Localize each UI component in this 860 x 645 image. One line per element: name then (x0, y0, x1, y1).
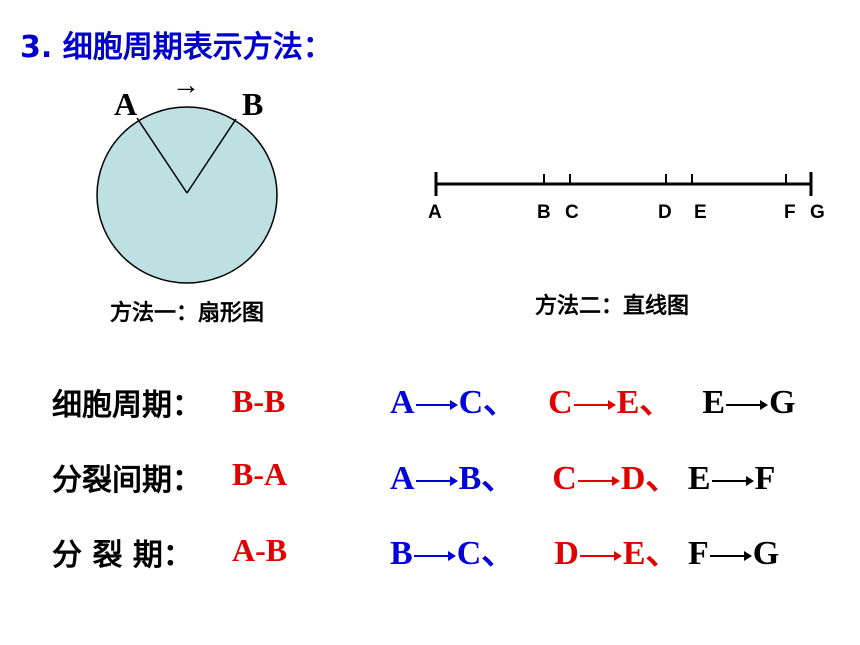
tick-label-f: F (784, 202, 796, 223)
line-caption: 方法二：直线图 (535, 294, 690, 319)
arrow-right-icon (711, 476, 754, 487)
seq-to: D (620, 460, 646, 497)
seq-sep: 、 (481, 460, 516, 497)
seq-to: F (754, 460, 776, 497)
seq-sep: 、 (481, 535, 516, 572)
fan-radius-b (186, 118, 237, 194)
seq-to: C (456, 535, 482, 572)
arrow-right-icon (726, 400, 769, 411)
row-label-cell-cycle: 细胞周期： (52, 388, 202, 423)
arrow-right-icon (415, 400, 458, 411)
row-label-mitosis: 分 裂 期： (52, 538, 193, 573)
tick-label-a: A (428, 202, 442, 223)
seq-sep: 、 (483, 384, 518, 421)
seq-from: C (552, 460, 577, 497)
fan-label-a: A (114, 86, 138, 122)
fan-arrow-icon: → (172, 70, 200, 101)
arrow-right-icon (415, 476, 458, 487)
line-diagram (434, 172, 813, 196)
seq-sep: 、 (645, 535, 680, 572)
tick-label-b: B (537, 202, 551, 223)
fan-caption: 方法一：扇形图 (110, 301, 265, 326)
row-label-interphase: 分裂间期： (52, 463, 202, 498)
seq-to: E (616, 384, 640, 421)
seq-to: B (458, 460, 482, 497)
seq-from: A (390, 384, 415, 421)
fan-diagram (96, 106, 278, 284)
seq-from: E (702, 384, 726, 421)
seq-sep: 、 (645, 460, 680, 497)
seq-to: C (458, 384, 484, 421)
arrow-right-icon (579, 551, 622, 562)
row-value-mitosis: A-B (232, 532, 288, 568)
row-value-cell-cycle: B-B (232, 383, 286, 419)
seq-from: B (390, 535, 413, 572)
arrow-right-icon (413, 551, 456, 562)
arrow-right-icon (573, 400, 616, 411)
fan-label-b: B (242, 86, 264, 122)
arrow-right-icon (709, 551, 752, 562)
fan-circle (96, 106, 278, 284)
seq-to: G (769, 384, 796, 421)
seq-from: F (688, 535, 709, 572)
tick-label-g: G (810, 202, 825, 223)
seq-from: A (390, 460, 415, 497)
seq-from: E (687, 460, 711, 497)
seq-to: G (752, 535, 780, 572)
seq-from: C (548, 384, 573, 421)
seq-to: E (622, 535, 646, 572)
tick-label-e: E (694, 202, 707, 223)
row-value-interphase: B-A (232, 456, 288, 492)
seq-from: D (554, 535, 579, 572)
tick-label-c: C (565, 202, 579, 223)
fan-radius-a (136, 117, 188, 194)
arrow-right-icon (577, 476, 620, 487)
tick-label-d: D (658, 202, 672, 223)
seq-sep: 、 (639, 384, 674, 421)
page-title: 3. 细胞周期表示方法： (20, 30, 333, 65)
